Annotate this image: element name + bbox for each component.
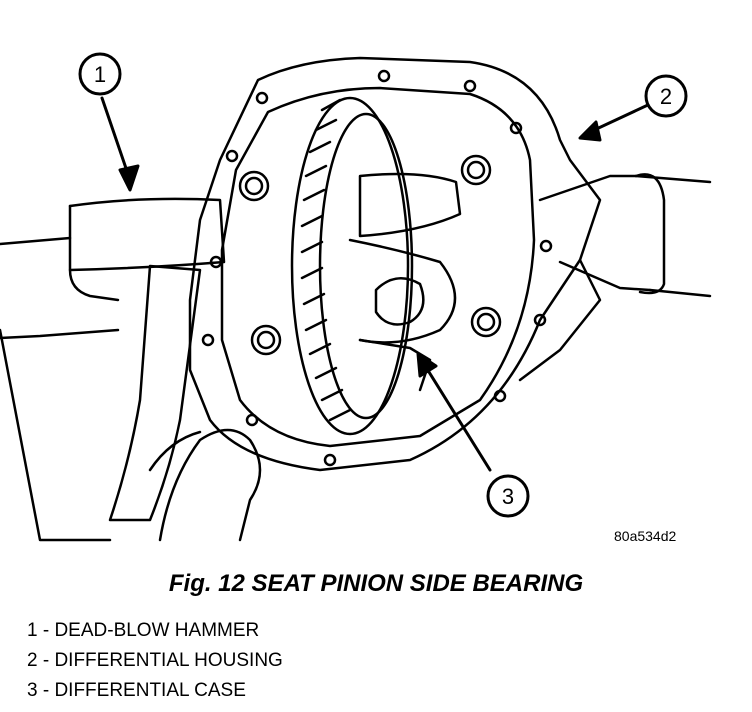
dead-blow-hammer bbox=[0, 197, 226, 542]
differential-housing bbox=[188, 56, 602, 472]
right-axle-tube bbox=[538, 173, 712, 298]
callout-2: 2 bbox=[644, 74, 688, 118]
figure-caption: Fig. 12 SEAT PINION SIDE BEARING bbox=[168, 570, 584, 597]
differential-illustration: 1 2 3 bbox=[0, 52, 712, 542]
ring-gear bbox=[290, 96, 414, 436]
callout-1: 1 bbox=[78, 52, 122, 96]
callout-1-label: 1 bbox=[94, 62, 106, 87]
bearing-cap-bolts bbox=[238, 154, 502, 356]
legend: 1 - DEAD-BLOW HAMMER 2 - DIFFERENTIAL HO… bbox=[27, 616, 283, 706]
hand bbox=[148, 428, 262, 542]
callout-3: 3 bbox=[486, 474, 530, 518]
legend-item-hammer: 1 - DEAD-BLOW HAMMER bbox=[27, 620, 260, 641]
callout-3-label: 3 bbox=[502, 484, 514, 509]
figure-reference-code: 80a534d2 bbox=[614, 528, 677, 544]
callout-2-label: 2 bbox=[660, 84, 672, 109]
legend-item-case: 3 - DIFFERENTIAL CASE bbox=[27, 680, 246, 701]
legend-item-housing: 2 - DIFFERENTIAL HOUSING bbox=[27, 650, 283, 671]
callout-arrows bbox=[100, 96, 652, 472]
left-axle-tube bbox=[0, 204, 120, 340]
